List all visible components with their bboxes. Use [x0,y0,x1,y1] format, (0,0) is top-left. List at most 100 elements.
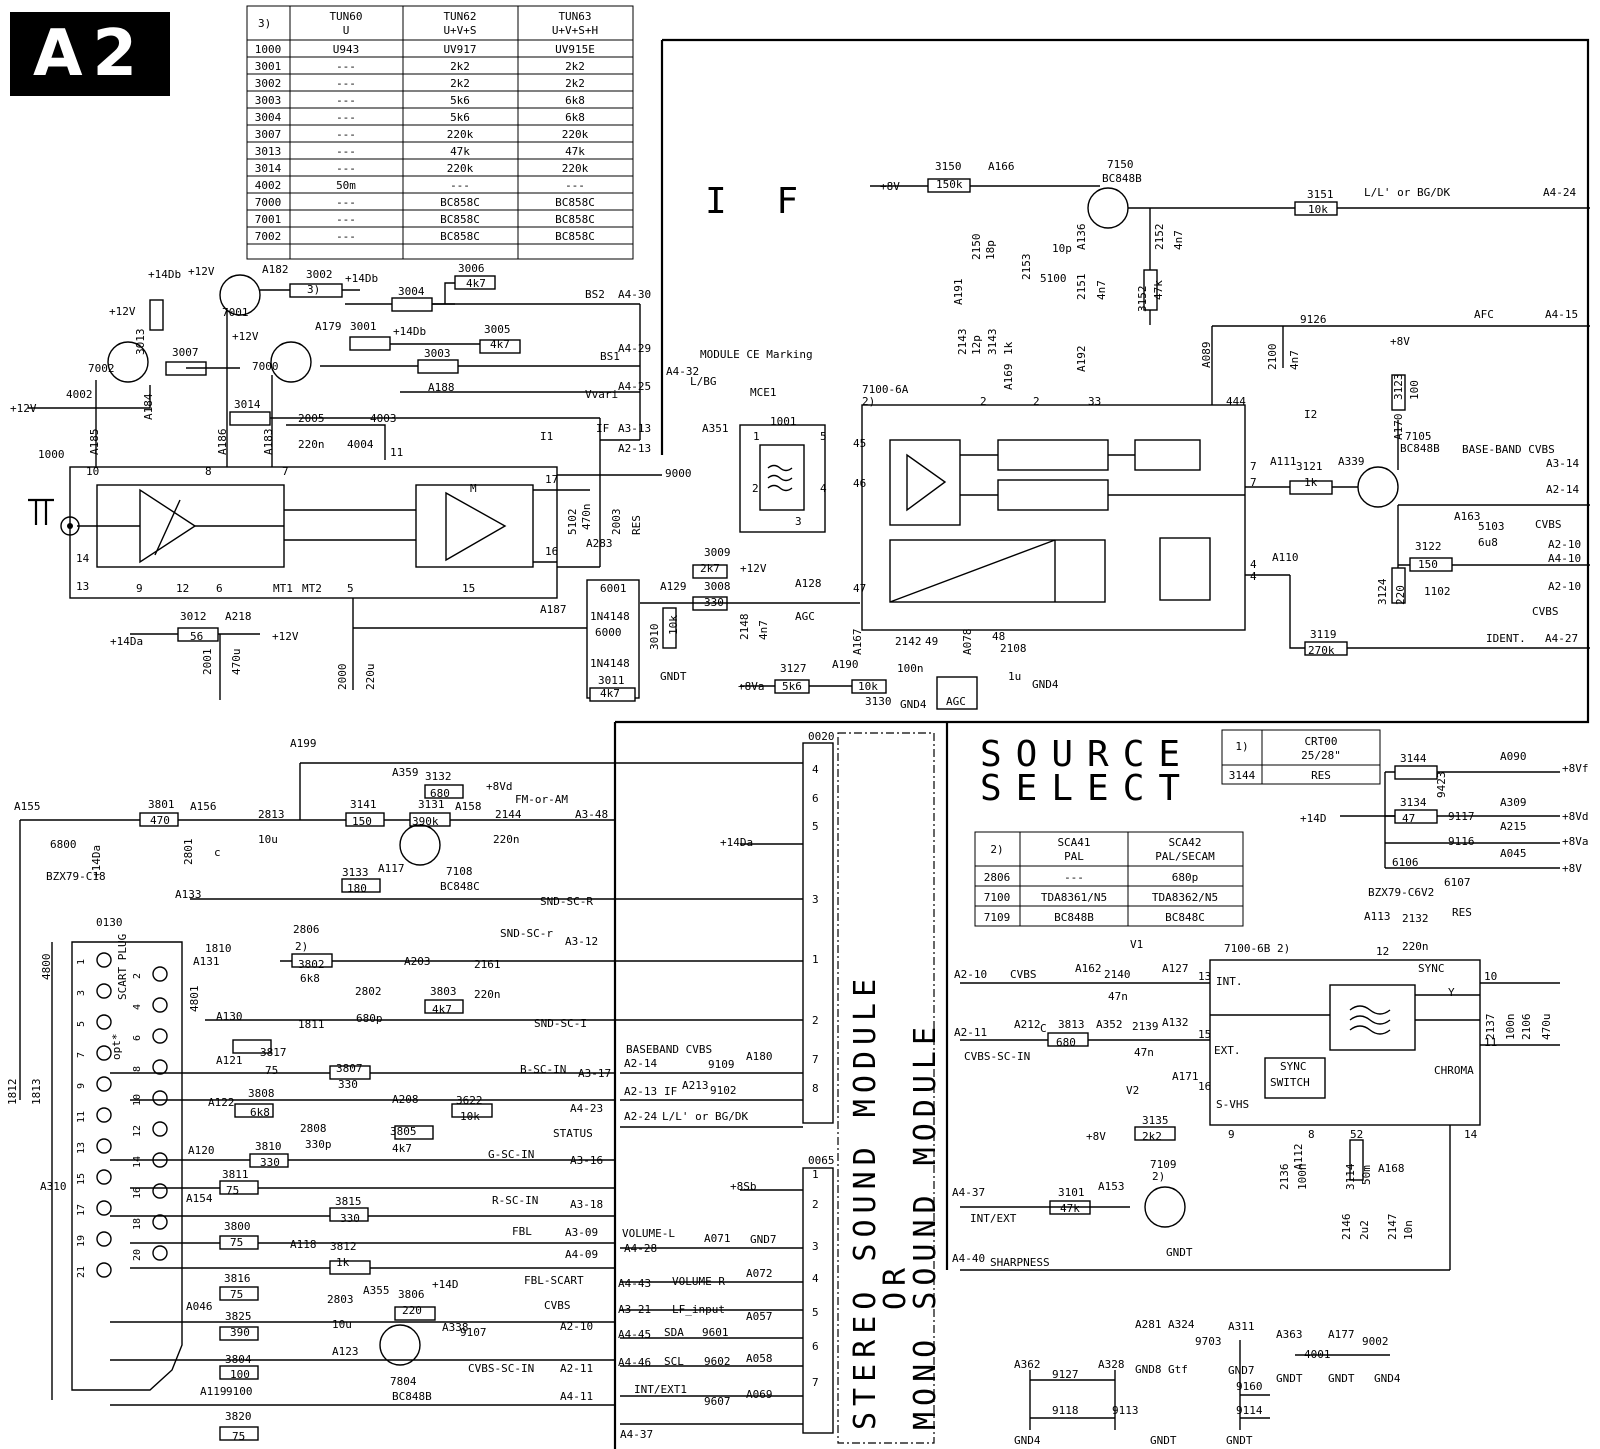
label-m13: 680 [430,787,450,800]
label-s40: 470u [1540,1014,1553,1041]
label-m68: 6k8 [250,1106,270,1119]
tuner-table-cell: --- [336,128,356,141]
label-l179: A339 [1338,455,1365,468]
mono-module-label: MONO SOUND MODULE [908,1021,943,1430]
label-l20: 4k7 [490,338,510,351]
label-m111: CVBS [544,1299,571,1312]
label-l101: +12V [740,562,767,575]
label-l176: A111 [1270,455,1297,468]
label-m143: A4-43 [618,1277,651,1290]
label-m74: 330p [305,1138,332,1151]
label-l183: A3-14 [1546,457,1579,470]
label-s11: A215 [1500,820,1527,833]
label-s57: SYNC [1280,1060,1307,1073]
label-l177: 3121 [1296,460,1323,473]
tuner-table-cell: 220k [447,128,474,141]
label-l192: 150 [1418,558,1438,571]
crt-cell: 3144 [1229,769,1256,782]
label-s53: CVBS-SC-IN [964,1050,1030,1063]
label-l22: 7002 [88,362,115,375]
label-s74: 2136 [1278,1164,1291,1191]
label-b21: 9114 [1236,1404,1263,1417]
label-l9: 4k7 [466,277,486,290]
label-l108: +8Va [738,680,765,693]
label-m1: A199 [290,737,317,750]
label-m107: A355 [363,1284,390,1297]
label-s67: 2k2 [1142,1130,1162,1143]
label-m64: 1812 [6,1079,19,1106]
label-l141: 3151 [1307,188,1334,201]
label-m53: A130 [216,1010,243,1023]
label-l194: 220 [1394,585,1407,605]
tuner-table-cell: BC858C [440,196,480,209]
label-m55: SND-SC-I [534,1017,587,1030]
label-m127: BASEBAND CVBS [626,1043,712,1056]
label-l46: I1 [540,430,553,443]
label-m50: 3803 [430,985,457,998]
label-l139: 7150 [1107,158,1134,171]
scart-pin-circle [96,1200,112,1216]
label-s65: +8V [1086,1130,1106,1143]
label-l14: 7001 [222,306,249,319]
label-l117: 49 [925,635,938,648]
label-l159: 12p [970,335,983,355]
label-s50: 47n [1134,1046,1154,1059]
label-m122: A119 [200,1385,227,1398]
svg-text:TUN60: TUN60 [329,10,362,23]
label-l132: 33 [1088,395,1101,408]
tuner-table-cell: BC858C [440,213,480,226]
tuner-table-cell: 3007 [255,128,282,141]
sca-cell: 7109 [984,911,1011,924]
module-vertical-labels: STEREO SOUND MODULE OR MONO SOUND MODULE [848,973,943,1430]
label-s60: S-VHS [1216,1098,1249,1111]
tuner-table-cell: --- [336,145,356,158]
label-m17: A158 [455,800,482,813]
label-l181: 7 [1250,476,1257,489]
label-l6: +14Db [345,272,378,285]
label-s18: 6107 [1444,876,1471,889]
label-s44: A352 [1096,1018,1123,1031]
svg-text:U+V+S: U+V+S [443,24,476,37]
label-m91: 3800 [224,1220,251,1233]
label-m118: 7804 [390,1375,417,1388]
label-l91: 6000 [595,626,622,639]
label-m73: 2808 [300,1122,327,1135]
label-l77: A187 [540,603,567,616]
crt-cell: 1) [1235,740,1248,753]
label-m5: 470 [150,814,170,827]
label-l160: 3143 [986,329,999,356]
label-m41: 3802 [298,958,325,971]
svg-text:TUN63: TUN63 [558,10,591,23]
label-m20: 220n [493,833,520,846]
scart-pin-12: 12 [132,1125,143,1137]
label-s35: 10 [1484,970,1497,983]
label-s62: 8 [1308,1128,1315,1141]
label-l163: 9126 [1300,313,1327,326]
label-m112: A338 [442,1321,469,1334]
tuner-table-cell: --- [336,196,356,209]
sca-head: PAL/SECAM [1155,850,1215,863]
label-m129: 9109 [708,1058,735,1071]
label-m60: 3807 [336,1062,363,1075]
label-l81: MCE1 [750,386,777,399]
label-b2: A324 [1168,1318,1195,1331]
label-l127: 45 [853,437,866,450]
label-s6: 9423 [1435,772,1448,799]
label-l129: 47 [853,582,866,595]
tuner-table-cell: 7001 [255,213,282,226]
label-m16: 390k [412,815,439,828]
label-l171: 100 [1408,380,1421,400]
label-s79: 47k [1060,1202,1080,1215]
label-m88: 330 [340,1212,360,1225]
label-s55: A171 [1172,1070,1199,1083]
scart-pin-circle [152,1183,168,1199]
label-l114: GND4 [900,698,927,711]
label-m56: opt* [110,1034,123,1061]
label-l111: A190 [832,658,859,671]
tuner-table-head-0: 3) [258,17,271,30]
label-b3: A311 [1228,1320,1255,1333]
label-l196: A2-10 [1548,580,1581,593]
label-b23: GNDT [1150,1434,1177,1447]
label-l66: A283 [586,537,613,550]
label-s39: 2106 [1520,1014,1533,1041]
